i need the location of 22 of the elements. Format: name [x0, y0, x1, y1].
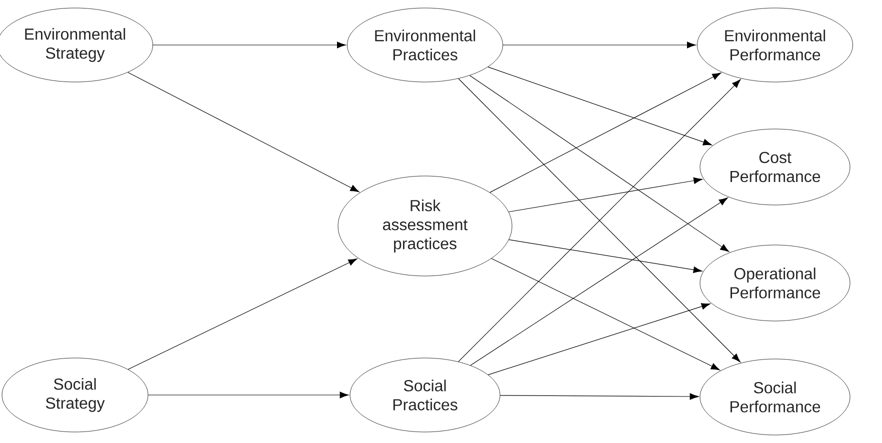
oval-node: Cost Performance [700, 128, 850, 206]
arrow [488, 303, 710, 376]
arrow [488, 66, 712, 146]
oval-node: Social Strategy [2, 358, 148, 432]
arrow [508, 239, 702, 274]
arrow [470, 198, 728, 366]
arrow [502, 42, 696, 48]
oval-node: Social Practices [350, 358, 500, 432]
oval-node: Environmental Practices [347, 8, 503, 82]
oval-node: Social Performance [700, 358, 850, 436]
arrow [148, 392, 349, 398]
arrow [152, 42, 346, 48]
oval-node: Environmental Performance [697, 8, 853, 82]
arrow [470, 75, 730, 252]
oval-node: Operational Performance [700, 244, 850, 322]
arrow [500, 393, 699, 400]
arrow [128, 72, 360, 192]
arrow [128, 258, 358, 370]
arrow [491, 258, 720, 370]
arrow [490, 72, 722, 193]
arrow [508, 177, 703, 212]
oval-node: Risk assessment practices [338, 176, 512, 276]
